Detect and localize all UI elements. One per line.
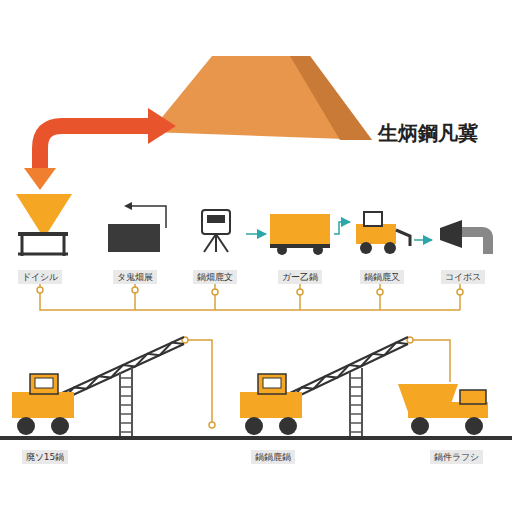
ladder-rung [350,386,362,388]
step-label: ドイシル [18,270,62,284]
arrow-head [148,108,176,144]
pile-shade [290,56,372,140]
ladder-rung [350,431,362,433]
truck-icon [270,214,330,244]
ladder-rung [120,431,132,433]
step-label: コイボス [441,270,485,284]
screen-icon [108,224,160,252]
truss-web [62,343,184,400]
frame [18,232,68,236]
ladder-rung [120,377,132,379]
diagram-title: 生炳鋼凡冀 [378,120,478,147]
arrow-head [24,168,56,190]
ladder-rung [350,413,362,415]
flow-arrow [414,239,432,241]
ladder-rung [350,422,362,424]
step-label: 廃ソ15鍋 [22,450,68,464]
process-step: コイボス [434,216,492,284]
machine-step: 鍋件ラフシ [416,440,496,464]
feed-arrow [40,126,150,172]
step-label: 鍋件ラフシ [430,450,483,464]
ladder-rung [350,377,362,379]
ground-line [0,436,512,440]
process-step: 鍋畑鹿文 [186,206,244,284]
step-label: 鍋鍋鹿又 [360,270,404,284]
process-step: タ鬼畑展 [104,200,166,284]
ladder-rung [120,395,132,397]
step-label: 鍋畑鹿文 [193,270,237,284]
truss-chord [62,344,184,400]
step-label: タ鬼畑展 [113,270,157,284]
support-ladder [120,368,362,436]
ladder-rung [120,404,132,406]
ladder-rung [120,422,132,424]
flow-arrow [246,233,266,235]
flow-arrow [334,222,350,234]
ladder-rung [350,395,362,397]
step-label: 鍋鍋鹿鍋 [251,450,295,464]
hopper [16,194,72,232]
material-pile [150,56,372,140]
sensor-icon [202,210,230,234]
conveyor-boom [62,337,184,400]
machine-step: 廃ソ15鍋 [8,440,82,464]
nozzle-icon [440,220,462,248]
ladder-rung [120,413,132,415]
step-label: ガー乙鍋 [278,270,322,284]
process-step: ドイシル [10,192,70,284]
process-step: 鍋鍋鹿又 [352,208,412,284]
process-step: ガー乙鍋 [268,210,332,284]
ladder-rung [350,404,362,406]
machine-step: 鍋鍋鹿鍋 [236,440,310,464]
return-arrow [132,206,166,228]
signal-wiring [40,284,460,425]
ladder-rung [120,386,132,388]
crusher-machine [12,392,74,418]
crusher-machine [240,392,302,418]
